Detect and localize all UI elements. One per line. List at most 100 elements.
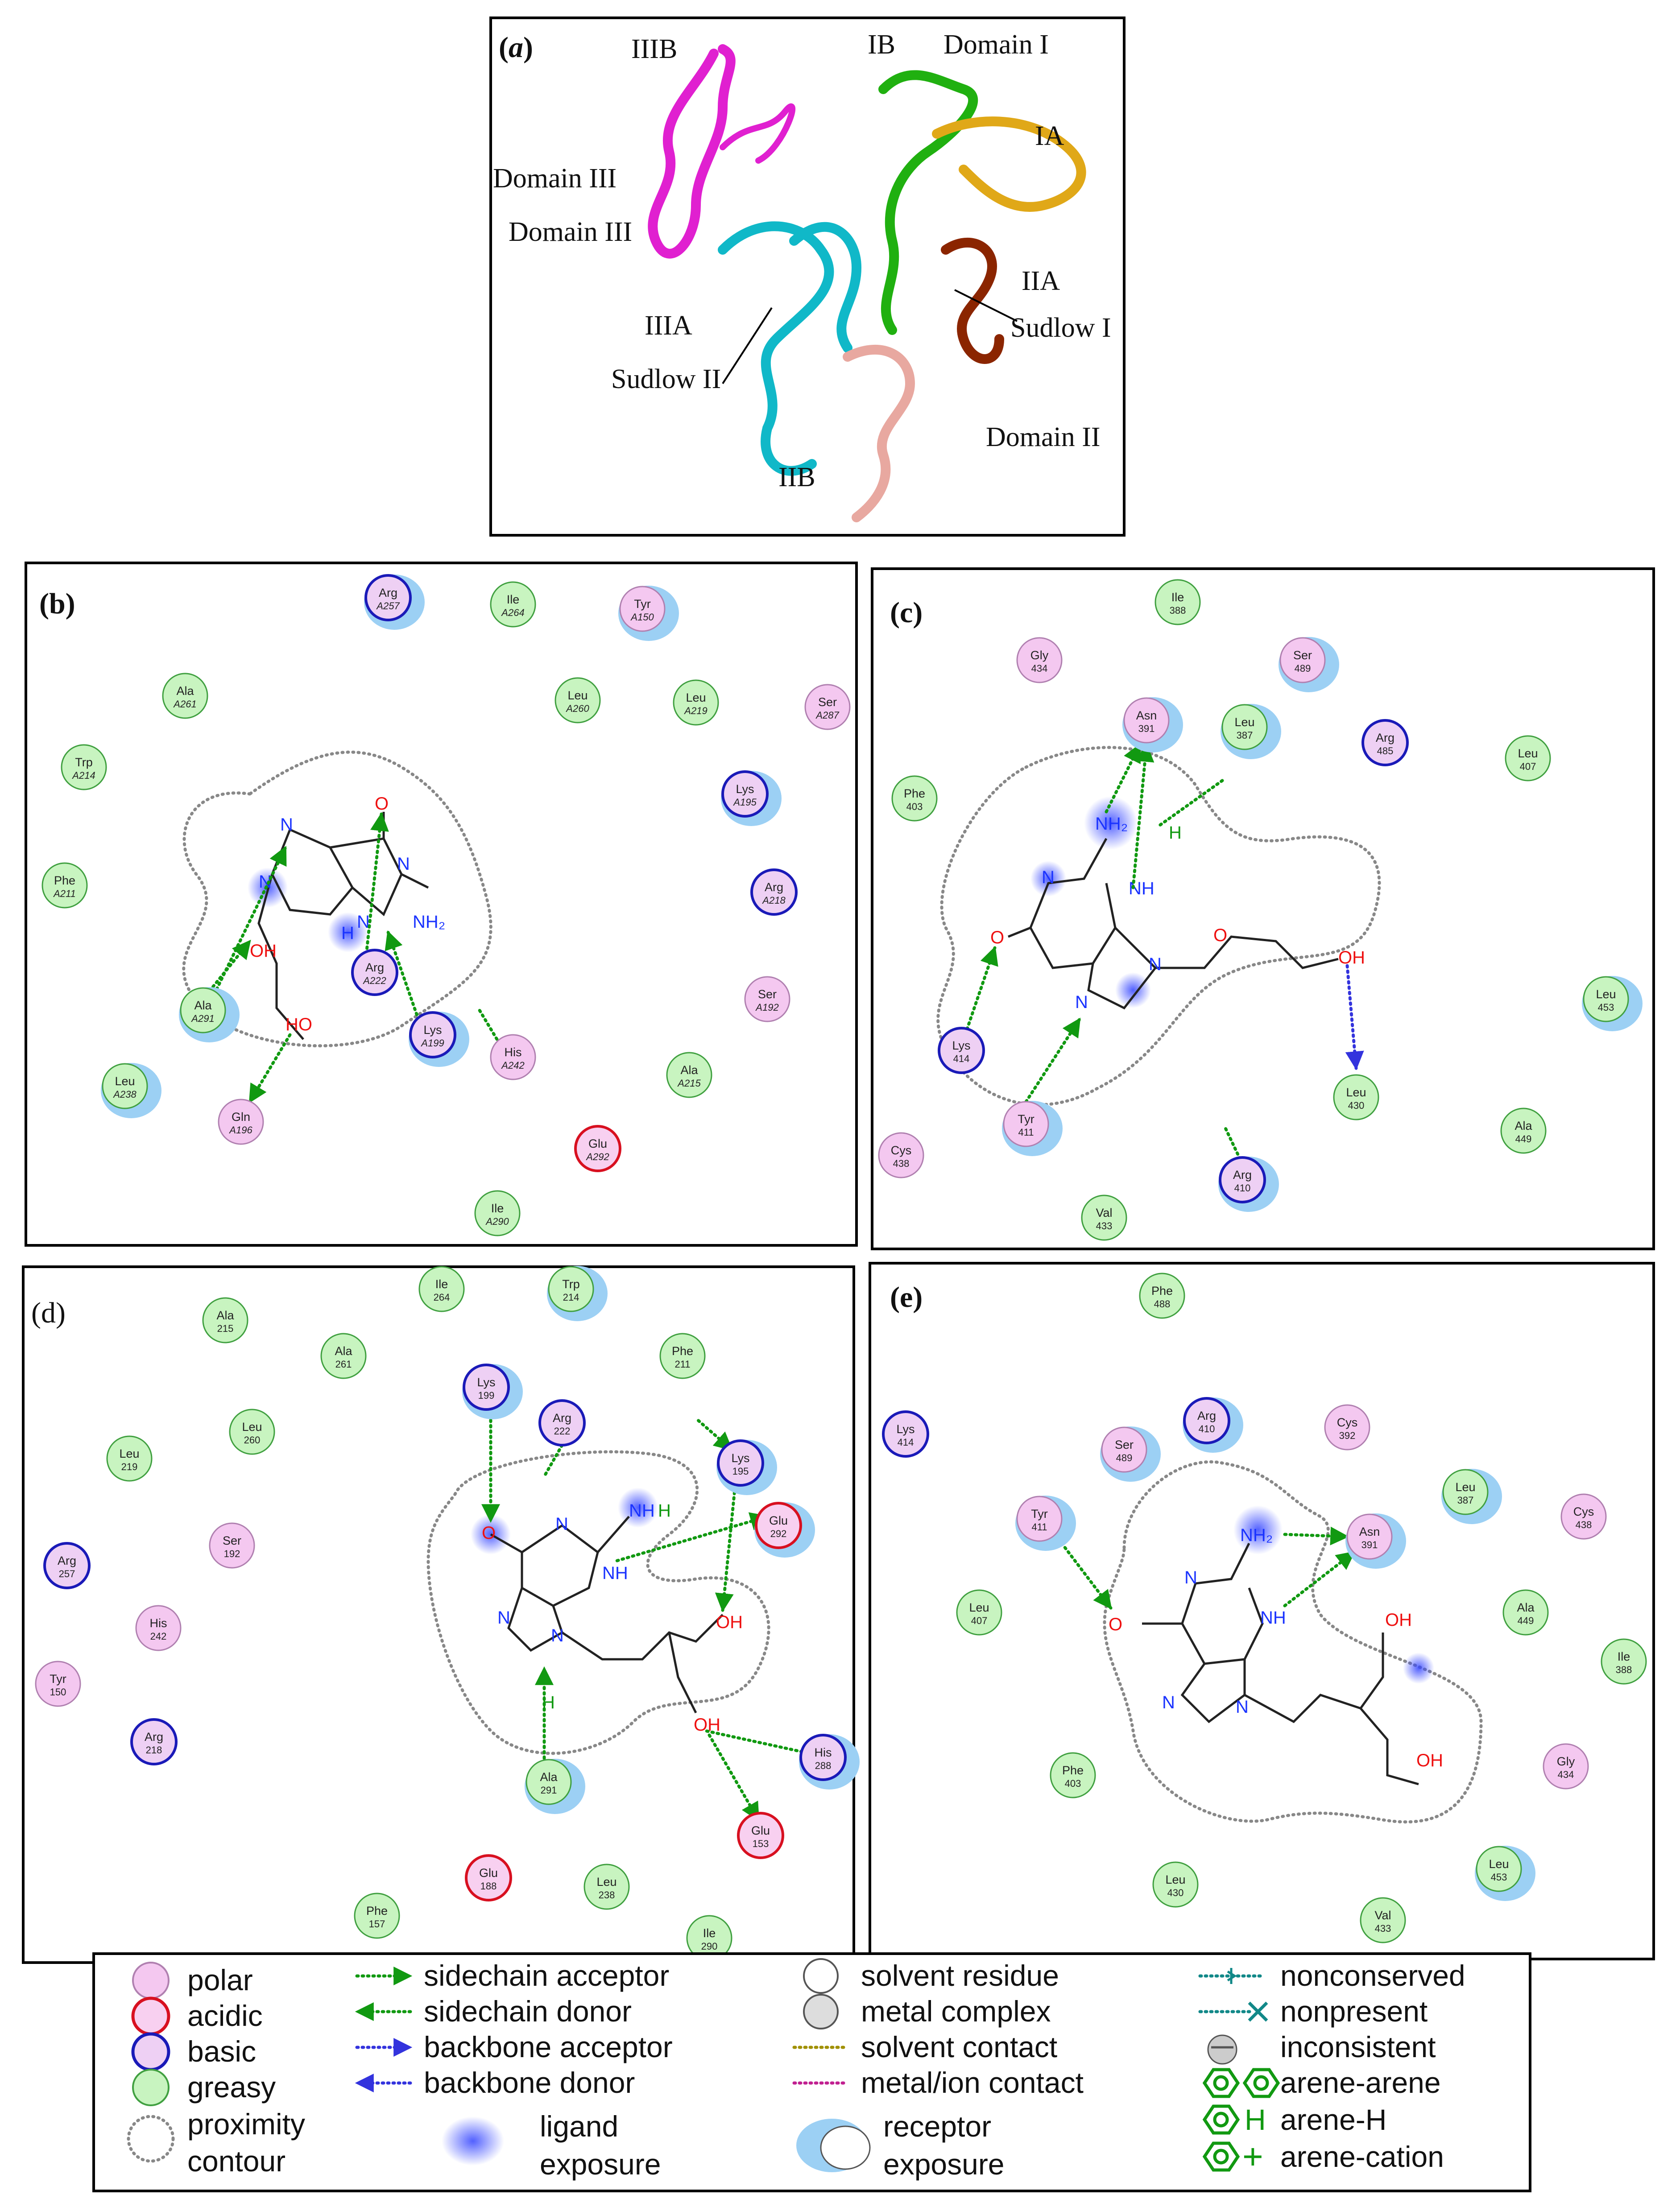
residue-name: Arg [145,1730,163,1744]
domain-iiib-loop [720,103,796,164]
residue-number: A218 [761,895,786,906]
arene-h-icon [1202,2104,1240,2135]
residue-circle [202,1297,248,1343]
residue-number: 219 [121,1461,138,1472]
residue-number: 453 [1491,1872,1507,1883]
residue-circle [474,1190,521,1236]
residue-number: 291 [541,1785,557,1796]
residue-number: 433 [1375,1923,1391,1934]
residue-circle [1560,1493,1607,1540]
label-domain-i: Domain I [943,29,1049,60]
residue-number: 218 [146,1744,162,1756]
receptor-exposure-swatch-inner [820,2125,871,2170]
residue-number: 433 [1096,1220,1113,1232]
residue-name: Glu [751,1824,770,1837]
residue-number: 434 [1558,1769,1574,1780]
residue-name: Ile [491,1202,504,1215]
residue-number: 188 [480,1881,497,1892]
atom-label: NH [602,1563,628,1583]
atom-label: OH [1385,1610,1412,1630]
atom-label: NH₂ [413,912,445,932]
atom-label: N [397,854,410,874]
legend-solvent-contact: solvent contact [861,2030,1057,2063]
residue-circle [1361,719,1409,766]
atom-label: N [357,912,370,932]
residue-number: A211 [53,888,76,899]
residue-circle [463,1364,510,1411]
residue-name: Arg [765,880,783,894]
residue-number: A214 [71,770,95,781]
legend-ligand-exposure: exposure [540,2148,661,2181]
residue-circle [1601,1638,1647,1685]
legend-nonconserved: nonconserved [1280,1959,1465,1992]
residue-name: Arg [365,961,384,974]
panel-a-label: (a) [499,31,533,64]
legend-contour: contour [187,2145,286,2178]
residue-circle [1050,1752,1096,1798]
residue-number: A290 [485,1216,509,1227]
residue-circle [130,1718,178,1765]
residue-number: A260 [565,703,589,714]
residue-name: Ala [335,1344,352,1358]
residue-number: 391 [1361,1539,1378,1550]
legend-metal-complex: metal complex [861,1995,1051,2028]
proximity-contour [936,746,1381,1107]
residue-name: Arg [379,586,397,599]
residue-number: 438 [1576,1519,1592,1530]
residue-name: Val [1096,1206,1112,1219]
panel-d-residues: Ile264Trp214Ala215Ala261Phe211Lys199Leu2… [35,1266,860,1961]
residue-number: 410 [1234,1182,1251,1194]
legend-receptor: receptor [883,2110,991,2143]
legend-acidic: acidic [187,1999,263,2032]
proximity-contour-swatch [127,2115,175,2163]
atom-label: NH [1260,1608,1286,1628]
residue-circle [1346,1513,1393,1560]
atom-label: H [658,1501,671,1521]
legend-nonpresent: nonpresent [1280,1995,1428,2028]
atom-label: N [1162,1693,1175,1712]
metal-complex-swatch [803,1994,839,2029]
residue-circle [1360,1897,1406,1943]
residue-number: 388 [1616,1664,1632,1675]
nonconserved-mark [1227,1968,1237,1984]
residue-number: 264 [434,1292,450,1303]
panel-e-ligand: NH₂ N NH O N N OH OH [1060,1460,1483,1824]
residue-circle [162,673,208,719]
arene-cation-sign: + [1242,2137,1263,2176]
residue-number: 410 [1199,1423,1215,1434]
ligand-exposure [1030,861,1066,897]
residue-name: Ala [540,1770,558,1784]
atom-label: NH₂ [1095,814,1128,834]
residue-number: 195 [732,1466,749,1477]
label-iib: IIB [778,462,815,492]
residue-circle [180,987,226,1033]
atom-label: HO [286,1015,312,1034]
residue-number: 388 [1170,605,1186,616]
residue-circle [744,976,790,1022]
residue-circle [659,1333,706,1379]
residue-circle [1154,579,1201,625]
atom-label: N [1184,1568,1197,1587]
panel-a-frame [489,17,1126,537]
atom-label: O [990,928,1004,947]
residue-number: 257 [59,1568,75,1579]
residue-name: Arg [1233,1168,1252,1182]
residue-number: 407 [1520,761,1536,772]
backbone-acceptor-line [1345,964,1364,1071]
